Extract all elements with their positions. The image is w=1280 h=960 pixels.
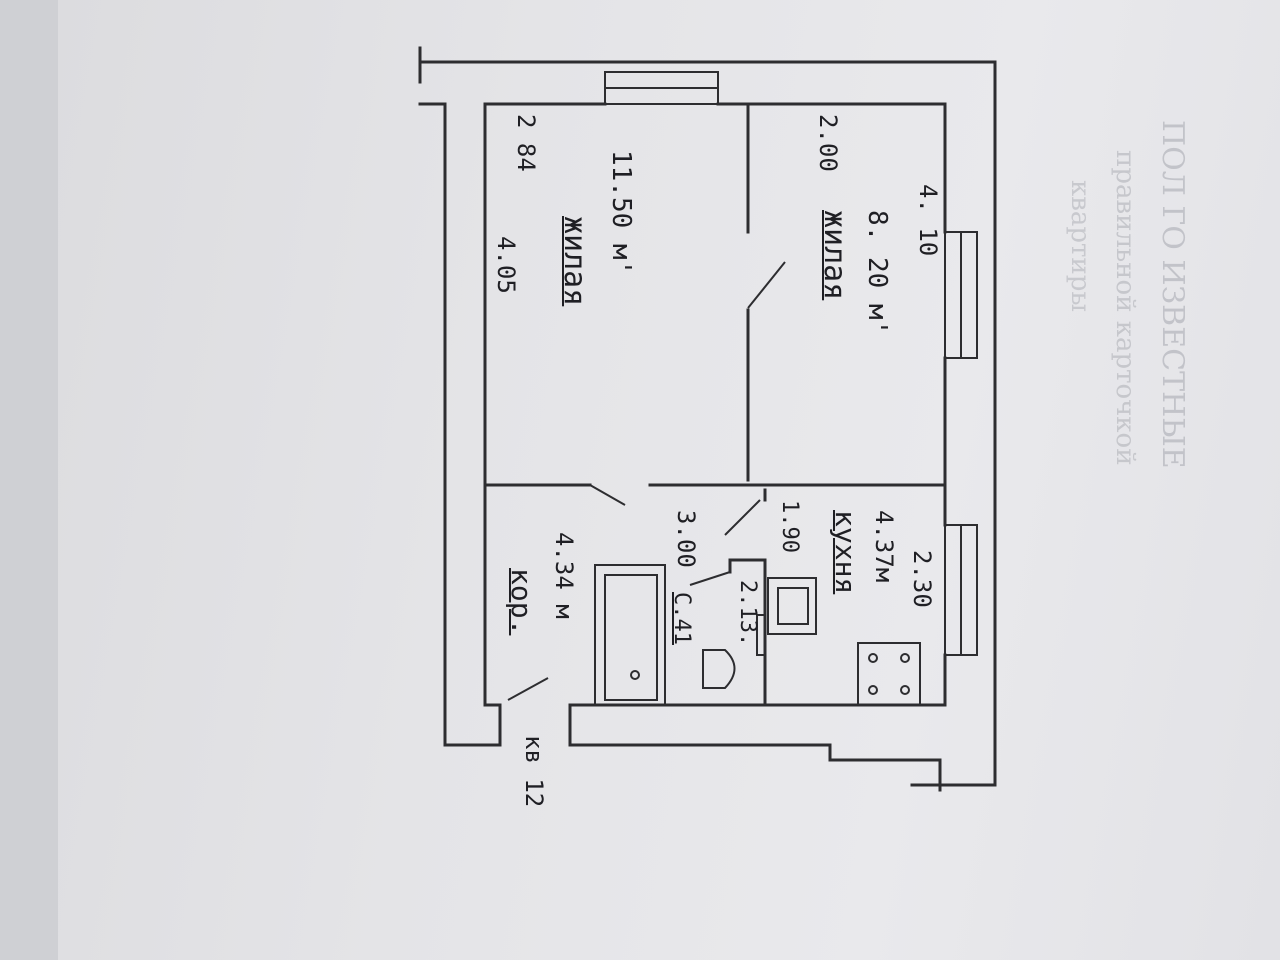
kitchen-top-label: 1.90	[777, 500, 802, 553]
bathtub-drain	[630, 670, 640, 680]
door-swing-bath	[689, 571, 731, 586]
stove-icon	[857, 642, 921, 706]
sink-basin	[777, 587, 809, 625]
sink	[767, 577, 817, 635]
apartment-label: кв 12	[520, 735, 548, 808]
corridor-length-label: 3.00	[672, 510, 700, 568]
stove-burner-2	[900, 653, 910, 663]
corridor-name: кор.	[505, 568, 538, 636]
paper-sheet	[58, 0, 1280, 960]
room1-height-label: 2 84	[512, 114, 540, 172]
door-swing-kitchen	[724, 499, 761, 536]
bathtub	[594, 564, 666, 706]
kitchen-side-label: 2.30	[908, 550, 936, 608]
corridor-area: 4.34 м	[550, 532, 578, 619]
bath-pipe	[756, 614, 766, 656]
room2-name: жилая	[817, 210, 852, 301]
stove-burner-4	[900, 685, 910, 695]
room2-width-label: 4. 10	[914, 184, 942, 257]
bathtub-inner	[604, 574, 658, 701]
bath-size-label: 2.13.	[735, 580, 760, 647]
room2-height-label: 2.00	[814, 114, 842, 172]
kitchen-area: 4.37м	[870, 510, 898, 583]
door-swing-room1	[589, 484, 626, 506]
door-swing-entry	[507, 677, 549, 701]
stove-burner-3	[868, 685, 878, 695]
door-swing-rooms	[747, 261, 786, 309]
kitchen-name: кухня	[829, 510, 862, 595]
room1-width-label: 4.05	[492, 236, 520, 294]
room1-area: 11.50 м'	[606, 150, 636, 276]
bathroom-name: С.41	[669, 592, 694, 645]
toilet-icon	[702, 649, 736, 689]
room1-name: жилая	[557, 216, 592, 307]
stove-burner-1	[868, 653, 878, 663]
room2-area: 8. 20 м'	[862, 210, 892, 336]
